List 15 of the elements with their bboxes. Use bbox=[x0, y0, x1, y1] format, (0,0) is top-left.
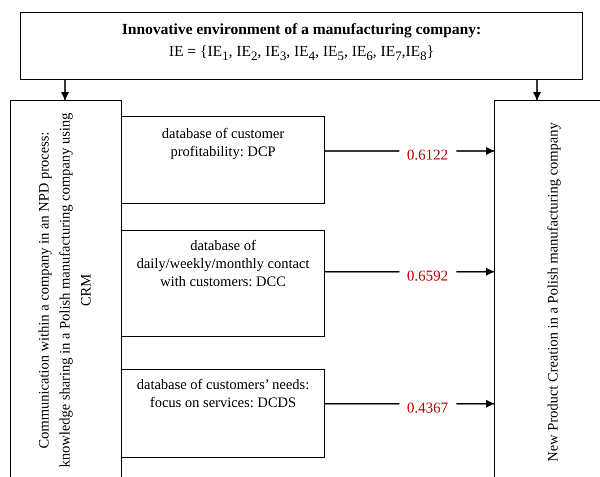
header-box bbox=[20, 12, 583, 80]
process-box bbox=[494, 100, 600, 477]
database-box bbox=[121, 230, 325, 337]
database-box bbox=[121, 369, 325, 458]
box-text: database of daily/weekly/monthly contact with customers: DCC bbox=[136, 237, 310, 292]
box-text: database of customer profitability: DCP bbox=[160, 125, 286, 162]
box-text: Communication within a company in an NPD process: knowledge sharing in a Polish manufacturing company using CRM bbox=[35, 112, 96, 470]
process-box bbox=[10, 100, 122, 477]
arrow bbox=[61, 80, 69, 100]
database-box bbox=[121, 116, 325, 204]
box-text: database of customers’ needs: focus on services: DCDS bbox=[136, 376, 310, 412]
title-text: Innovative environment of a manufacturing company: bbox=[122, 20, 482, 40]
arrow bbox=[533, 80, 541, 100]
box-text: New Product Creation in a Polish manufacturing company bbox=[544, 121, 562, 464]
box-text: IE = {IE$_{1}$, IE$_{2}$, IE$_{3}$, IE$_{4}$, IE$_{5}$, IE$_{6}$, IE$_{7}$,IE$_{8}$} bbox=[168, 42, 434, 65]
